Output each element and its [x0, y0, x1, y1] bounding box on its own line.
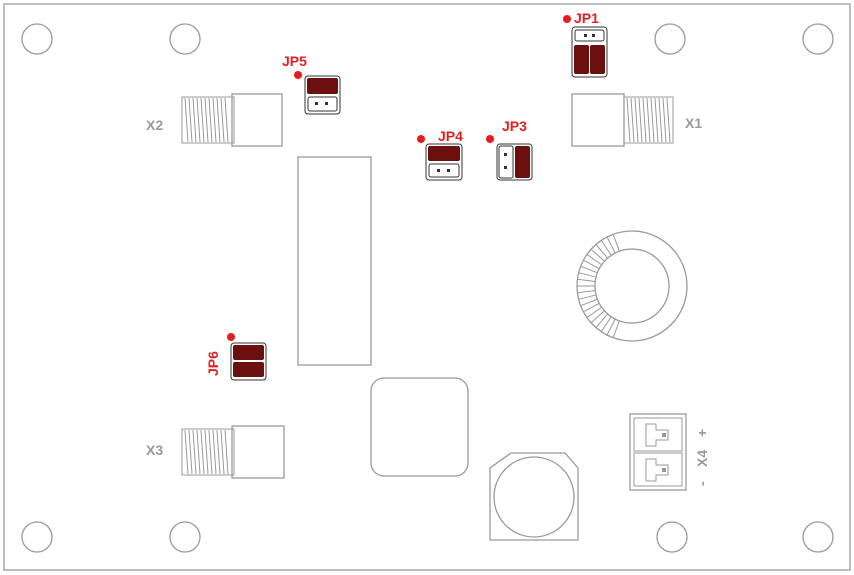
jumper-pin1-marker — [227, 333, 235, 341]
winding-line — [612, 234, 620, 252]
thread-line — [212, 429, 217, 475]
winding-line — [612, 320, 620, 338]
winding-line — [600, 316, 612, 332]
thread-line — [204, 429, 209, 475]
board-outline — [3, 3, 851, 571]
thread-line — [192, 97, 197, 143]
mounting-hole — [169, 23, 201, 55]
winding-line — [580, 298, 598, 307]
winding-line — [595, 244, 609, 259]
winding-line — [577, 278, 596, 282]
thread-line — [642, 97, 647, 143]
thread-line — [192, 429, 197, 475]
jumper-pin1-marker — [563, 15, 571, 23]
winding-line — [600, 240, 612, 256]
thread-line — [188, 429, 193, 475]
winding-line — [590, 310, 605, 324]
connector-x4-plus: + — [694, 429, 710, 437]
winding-line — [606, 318, 616, 336]
thread-line — [204, 97, 209, 143]
thread-line — [196, 429, 201, 475]
thread-line — [188, 97, 193, 143]
connector-x3 — [181, 425, 285, 479]
jumper-jp1-label: JP1 — [574, 10, 599, 26]
winding-line — [583, 259, 600, 270]
ic-footprint — [297, 156, 372, 366]
winding-line — [583, 302, 600, 313]
connector-x1 — [571, 93, 674, 147]
thread-line — [208, 429, 213, 475]
jumper-pin1-marker — [294, 71, 302, 79]
thread-line — [630, 97, 635, 143]
jumper-pin1-marker — [486, 135, 494, 143]
jumper-pin1-marker — [417, 135, 425, 143]
connector-threads — [184, 429, 229, 475]
thread-line — [216, 429, 221, 475]
thread-line — [184, 429, 189, 475]
winding-line — [578, 272, 597, 278]
thread-line — [196, 97, 201, 143]
jumper-jp5-label: JP5 — [282, 53, 307, 69]
connector-x2 — [181, 93, 283, 147]
jumper-jp1 — [563, 15, 608, 78]
jumper-jp3-label: JP3 — [502, 118, 527, 134]
thread-line — [184, 97, 189, 143]
mounting-hole — [802, 23, 834, 55]
thread-line — [220, 429, 225, 475]
connector-x4-minus: - — [694, 481, 710, 486]
thread-line — [666, 97, 671, 143]
thread-line — [646, 97, 651, 143]
winding-line — [577, 290, 596, 294]
thread-line — [216, 97, 221, 143]
mounting-hole — [21, 23, 53, 55]
thread-line — [662, 97, 667, 143]
thread-line — [200, 429, 205, 475]
connector-x4-labels: - X4 + — [694, 429, 710, 486]
connector-x3-label: X3 — [146, 442, 163, 458]
connector-threads — [626, 97, 671, 143]
mounting-hole — [169, 521, 201, 553]
winding-line — [578, 294, 597, 300]
connector-x4-label: X4 — [694, 450, 710, 467]
toroid-footprint — [576, 230, 688, 342]
thread-line — [654, 97, 659, 143]
mounting-holes — [21, 23, 834, 553]
mounting-hole — [21, 521, 53, 553]
jumper-jp6 — [227, 333, 267, 381]
winding-line — [606, 236, 616, 254]
winding-line — [580, 265, 598, 274]
connector-x4 — [629, 413, 687, 491]
thread-line — [650, 97, 655, 143]
jumper-jp3 — [486, 135, 533, 181]
thread-line — [658, 97, 663, 143]
mounting-hole — [654, 23, 686, 55]
jumper-jp5 — [294, 71, 341, 115]
winding-line — [586, 306, 602, 318]
connector-x1-label: X1 — [685, 115, 702, 131]
thread-line — [200, 97, 205, 143]
mounting-hole — [656, 521, 688, 553]
thread-line — [626, 97, 631, 143]
winding-line — [586, 254, 602, 266]
thread-line — [220, 97, 225, 143]
thread-line — [212, 97, 217, 143]
winding-line — [590, 248, 605, 262]
toroid-winding — [577, 234, 620, 338]
connector-threads — [184, 97, 229, 143]
thread-line — [224, 429, 229, 475]
thread-line — [208, 97, 213, 143]
thread-line — [638, 97, 643, 143]
jumper-jp4-label: JP4 — [438, 128, 463, 144]
mounting-hole — [802, 521, 834, 553]
thread-line — [634, 97, 639, 143]
thread-line — [224, 97, 229, 143]
winding-line — [595, 313, 609, 328]
capacitor-footprint — [489, 452, 579, 541]
jumper-jp6-label: JP6 — [205, 351, 221, 376]
connector-x2-label: X2 — [146, 117, 163, 133]
jumper-jp4 — [417, 135, 463, 181]
inductor-footprint — [370, 377, 469, 477]
